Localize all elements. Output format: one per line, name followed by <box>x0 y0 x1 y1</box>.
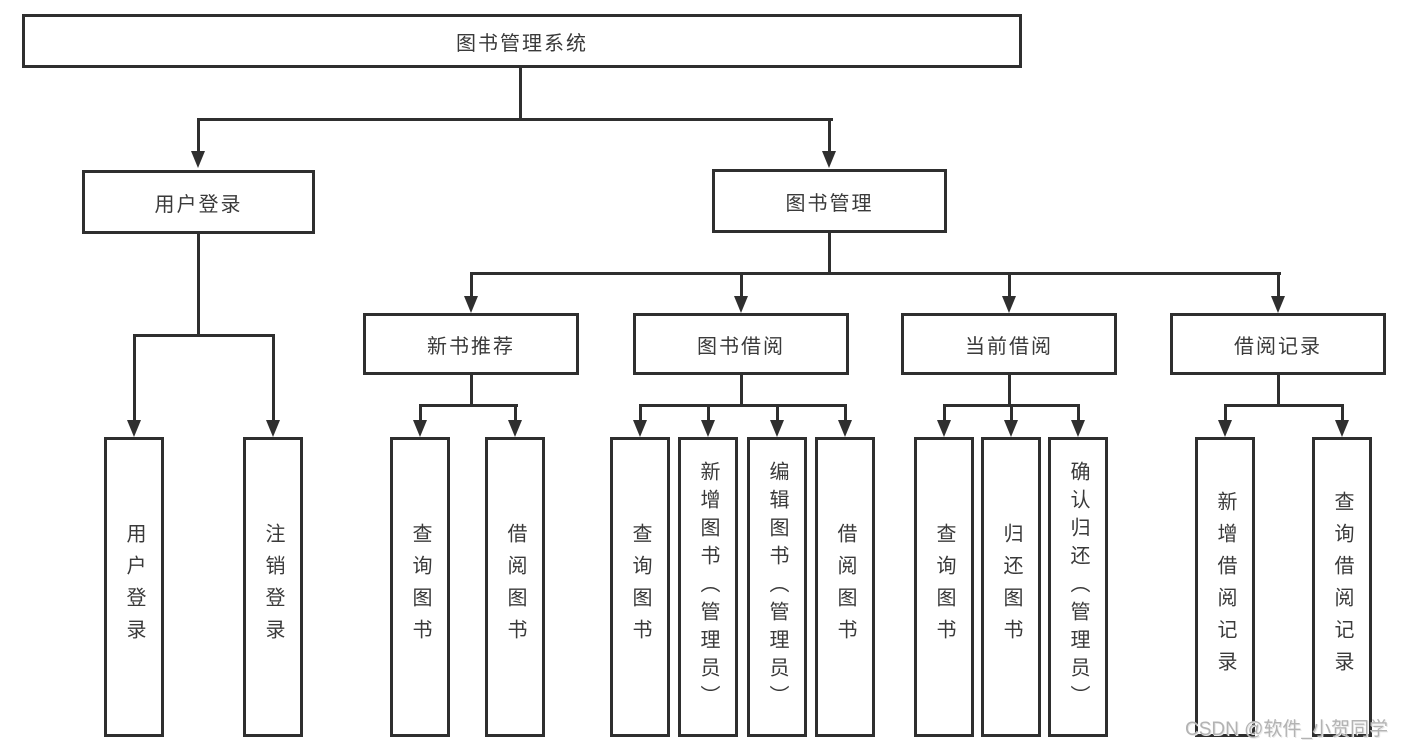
connector-user-login-hline <box>133 334 275 337</box>
arrow-down-icon <box>508 420 522 437</box>
leaf-confirm-return-admin-label: 确认归还（管理员） <box>1067 461 1089 713</box>
leaf-user-login-box: 用户登录 <box>104 437 164 737</box>
connector-root-hline <box>197 118 833 121</box>
connector-borrow-record-vline <box>1277 375 1280 407</box>
connector-current-borrow-vline <box>1008 375 1011 407</box>
watermark: CSDN @软件_小贺同学 <box>1185 719 1388 740</box>
connector-root-left-stub <box>197 118 200 153</box>
leaf-query-book-2-label: 查询图书 <box>629 523 651 651</box>
branch-borrow-record-box: 借阅记录 <box>1170 313 1386 375</box>
connector-borrow-record-stub1 <box>1224 404 1227 422</box>
connector-new-book-stub1 <box>419 404 422 422</box>
leaf-query-book-2-box: 查询图书 <box>610 437 670 737</box>
arrow-down-icon <box>413 420 427 437</box>
arrow-down-icon <box>1071 420 1085 437</box>
branch-borrow-record-label: 借阅记录 <box>1234 335 1322 358</box>
connector-new-book-hline <box>419 404 518 407</box>
connector-book-borrow-stub1 <box>639 404 642 422</box>
arrow-down-icon <box>770 420 784 437</box>
connector-book-mgmt-stub1 <box>470 272 473 298</box>
leaf-add-borrow-record-label: 新增借阅记录 <box>1214 491 1236 683</box>
branch-user-login-box: 用户登录 <box>82 170 315 234</box>
connector-book-borrow-stub3 <box>776 404 779 422</box>
connector-book-borrow-stub2 <box>707 404 710 422</box>
branch-book-borrow-label: 图书借阅 <box>697 335 785 358</box>
leaf-add-book-admin-label: 新增图书（管理员） <box>697 461 719 713</box>
leaf-add-book-admin-box: 新增图书（管理员） <box>678 437 738 737</box>
leaf-add-borrow-record-box: 新增借阅记录 <box>1195 437 1255 737</box>
connector-current-borrow-stub1 <box>943 404 946 422</box>
leaf-query-book-3-label: 查询图书 <box>933 523 955 651</box>
connector-root-vline <box>519 67 522 120</box>
connector-book-mgmt-stub2 <box>740 272 743 298</box>
arrow-down-icon <box>1271 296 1285 313</box>
arrow-down-icon <box>1004 420 1018 437</box>
leaf-confirm-return-admin-box: 确认归还（管理员） <box>1048 437 1108 737</box>
connector-user-login-vline <box>197 234 200 337</box>
arrow-down-icon <box>838 420 852 437</box>
branch-book-borrow-box: 图书借阅 <box>633 313 849 375</box>
arrow-down-icon <box>822 151 836 168</box>
connector-book-borrow-vline <box>740 375 743 407</box>
leaf-edit-book-admin-label: 编辑图书（管理员） <box>766 461 788 713</box>
branch-current-borrow-label: 当前借阅 <box>965 335 1053 358</box>
leaf-logout-label: 注销登录 <box>262 523 284 651</box>
arrow-down-icon <box>1218 420 1232 437</box>
leaf-query-borrow-record-box: 查询借阅记录 <box>1312 437 1372 737</box>
leaf-query-borrow-record-label: 查询借阅记录 <box>1331 491 1353 683</box>
root-node-box: 图书管理系统 <box>22 14 1022 68</box>
connector-book-borrow-stub4 <box>844 404 847 422</box>
leaf-query-book-1-label: 查询图书 <box>409 523 431 651</box>
leaf-borrow-book-1-box: 借阅图书 <box>485 437 545 737</box>
connector-current-borrow-stub3 <box>1077 404 1080 422</box>
connector-user-login-stub1 <box>133 334 136 421</box>
branch-new-book-recommend-label: 新书推荐 <box>427 335 515 358</box>
leaf-user-login-label: 用户登录 <box>123 523 145 651</box>
branch-user-login-label: 用户登录 <box>154 193 243 216</box>
arrow-down-icon <box>266 420 280 437</box>
branch-new-book-recommend-box: 新书推荐 <box>363 313 579 375</box>
leaf-return-book-label: 归还图书 <box>1000 523 1022 651</box>
leaf-query-book-3-box: 查询图书 <box>914 437 974 737</box>
leaf-borrow-book-1-label: 借阅图书 <box>504 523 526 651</box>
arrow-down-icon <box>633 420 647 437</box>
arrow-down-icon <box>1002 296 1016 313</box>
arrow-down-icon <box>464 296 478 313</box>
arrow-down-icon <box>701 420 715 437</box>
arrow-down-icon <box>937 420 951 437</box>
connector-new-book-stub2 <box>514 404 517 422</box>
leaf-return-book-box: 归还图书 <box>981 437 1041 737</box>
arrow-down-icon <box>734 296 748 313</box>
branch-current-borrow-box: 当前借阅 <box>901 313 1117 375</box>
root-node-label: 图书管理系统 <box>456 32 588 55</box>
connector-book-mgmt-stub3 <box>1008 272 1011 298</box>
leaf-query-book-1-box: 查询图书 <box>390 437 450 737</box>
branch-book-management-label: 图书管理 <box>785 192 874 215</box>
arrow-down-icon <box>191 151 205 168</box>
leaf-borrow-book-2-box: 借阅图书 <box>815 437 875 737</box>
leaf-logout-box: 注销登录 <box>243 437 303 737</box>
connector-root-right-stub <box>828 118 831 153</box>
connector-borrow-record-hline <box>1224 404 1344 407</box>
connector-book-mgmt-hline <box>470 272 1281 275</box>
connector-borrow-record-stub2 <box>1341 404 1344 422</box>
arrow-down-icon <box>127 420 141 437</box>
arrow-down-icon <box>1335 420 1349 437</box>
leaf-edit-book-admin-box: 编辑图书（管理员） <box>747 437 807 737</box>
connector-new-book-vline <box>470 375 473 407</box>
leaf-borrow-book-2-label: 借阅图书 <box>834 523 856 651</box>
connector-book-mgmt-stub4 <box>1277 272 1280 298</box>
connector-current-borrow-stub2 <box>1010 404 1013 422</box>
connector-book-mgmt-vline <box>828 233 831 275</box>
branch-book-management-box: 图书管理 <box>712 169 947 233</box>
connector-user-login-stub2 <box>272 334 275 421</box>
connector-book-borrow-hline <box>639 404 847 407</box>
